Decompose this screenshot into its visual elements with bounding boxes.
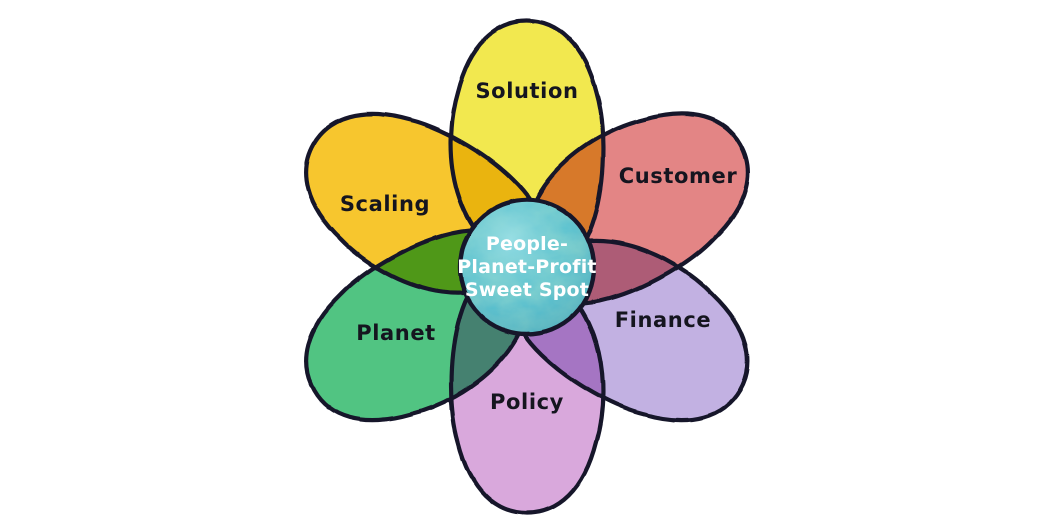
petal-label-group: Solution Customer Finance Policy Planet … bbox=[340, 79, 738, 414]
petal-label-solution: Solution bbox=[475, 79, 578, 103]
globe-outline bbox=[457, 197, 597, 337]
petal-label-policy: Policy bbox=[490, 390, 564, 414]
center-globe[interactable] bbox=[457, 197, 598, 338]
globe-sheen bbox=[460, 200, 594, 334]
center-label-line3: Sweet Spot bbox=[465, 279, 589, 301]
center-label-line1: People- bbox=[486, 233, 568, 255]
petal-label-scaling: Scaling bbox=[340, 192, 430, 216]
center-label-line2: Planet-Profit bbox=[457, 256, 596, 278]
petal-label-finance: Finance bbox=[615, 308, 712, 332]
petal-label-customer: Customer bbox=[619, 164, 738, 188]
center-label-group: People- Planet-Profit Sweet Spot bbox=[457, 233, 596, 301]
petal-label-planet: Planet bbox=[356, 321, 436, 345]
